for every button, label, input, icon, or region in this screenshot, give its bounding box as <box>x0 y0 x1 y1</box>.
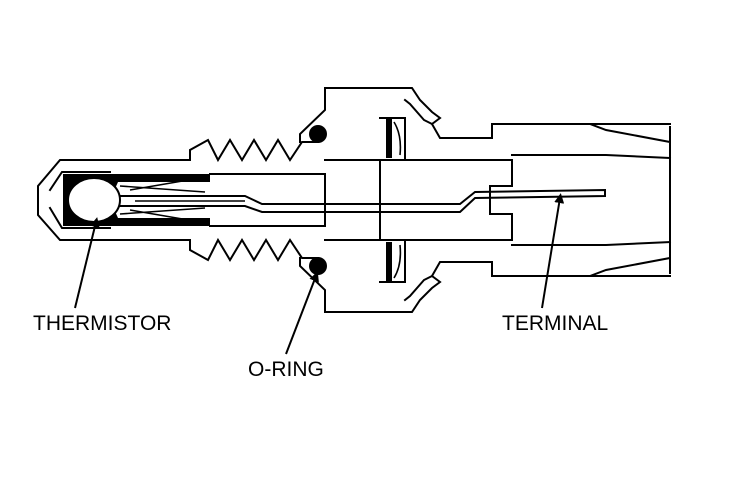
hex-flange <box>299 87 442 313</box>
o-ring-callout-line <box>285 271 319 355</box>
thread-upper <box>189 138 319 163</box>
connector-shell <box>404 122 672 278</box>
thermistor-label: THERMISTOR <box>33 312 171 335</box>
o-ring-label: O-RING <box>248 358 324 381</box>
thermistor-bead <box>67 177 121 223</box>
thermistor-callout-line <box>74 217 100 309</box>
terminal-callout-line <box>541 193 565 309</box>
o-ring-bottom <box>309 257 327 275</box>
o-ring-top <box>309 125 327 143</box>
thread-lower <box>189 237 319 262</box>
terminal-label: TERMINAL <box>502 312 608 335</box>
body-bore <box>209 159 381 241</box>
connector-clip <box>386 118 402 282</box>
lead-wire <box>119 188 606 213</box>
